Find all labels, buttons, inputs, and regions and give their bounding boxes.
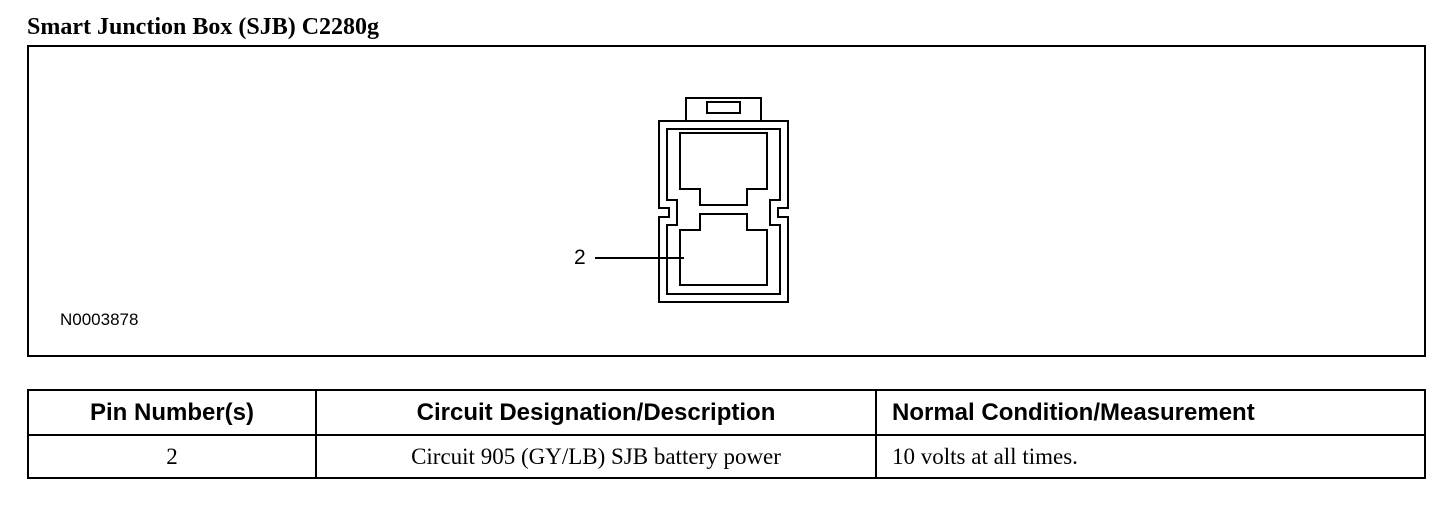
connector-face-drawing: [595, 97, 789, 303]
cell-circuit-description: Circuit 905 (GY/LB) SJB battery power: [315, 434, 877, 479]
connector-housing-outer: [658, 120, 789, 303]
header-pin-numbers: Pin Number(s): [27, 389, 317, 436]
page-title: Smart Junction Box (SJB) C2280g: [27, 14, 380, 40]
connector-housing-inner: [666, 128, 781, 295]
connector-latch-slot: [706, 101, 741, 114]
pin-table: Pin Number(s) Circuit Designation/Descri…: [27, 389, 1426, 479]
table-header-row: Pin Number(s) Circuit Designation/Descri…: [27, 389, 1426, 436]
cell-normal-condition: 10 volts at all times.: [875, 434, 1426, 479]
pin-2-callout: 2: [574, 246, 586, 269]
cell-pin-number: 2: [27, 434, 317, 479]
pin-2-cavity: [679, 213, 768, 286]
table-row: 2 Circuit 905 (GY/LB) SJB battery power …: [27, 434, 1426, 479]
upper-cavity: [679, 132, 768, 206]
connector-figure: 2 N0003878: [27, 45, 1426, 357]
header-normal-condition: Normal Condition/Measurement: [875, 389, 1426, 436]
figure-id: N0003878: [60, 310, 139, 329]
connector-latch-tab: [685, 97, 762, 121]
header-circuit-designation: Circuit Designation/Description: [315, 389, 877, 436]
